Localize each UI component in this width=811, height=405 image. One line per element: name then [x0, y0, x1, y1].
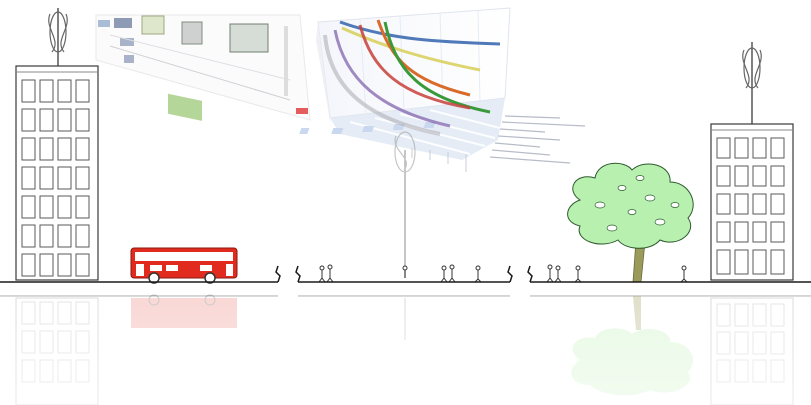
- dashboard-widget: [120, 38, 134, 46]
- person-icon: [554, 265, 562, 283]
- dashboard-widget: [168, 93, 202, 121]
- dashboard-widget: [141, 15, 165, 35]
- chart-series-line: [323, 34, 441, 136]
- dashboard-widget: [181, 21, 203, 45]
- green-tree: [567, 162, 694, 283]
- person-icon: [440, 265, 448, 283]
- chart-series-line: [339, 20, 501, 46]
- chart-series-line: [358, 24, 471, 110]
- person-icon: [402, 265, 408, 278]
- red-bus: [130, 247, 238, 284]
- person-icon: [326, 264, 334, 283]
- person-icon: [546, 264, 554, 283]
- wind-turbine-icon: [48, 11, 68, 53]
- dashboard-widget: [98, 20, 110, 27]
- person-icon: [318, 265, 326, 283]
- dashboard-widget: [124, 55, 134, 63]
- floating-dashboard-panel: [95, 14, 311, 121]
- left-building: [15, 8, 99, 281]
- dashboard-widget: [229, 23, 269, 53]
- person-icon: [574, 265, 582, 283]
- dashboard-alert-marker: [296, 108, 308, 114]
- chart-series-line: [341, 26, 481, 72]
- person-icon: [448, 264, 456, 283]
- person-icon: [680, 265, 688, 283]
- person-icon: [474, 265, 482, 283]
- chart-series-line: [376, 19, 471, 97]
- wind-turbine-icon: [394, 131, 416, 173]
- dashboard-widget: [114, 18, 132, 28]
- street-wind-turbine: [394, 131, 416, 278]
- right-building: [710, 42, 794, 281]
- chart-legend: [489, 115, 586, 164]
- chart-series-line: [333, 29, 451, 128]
- floating-3d-chart: [299, 7, 586, 172]
- wind-turbine-icon: [742, 47, 762, 89]
- pedestrians: [318, 264, 688, 283]
